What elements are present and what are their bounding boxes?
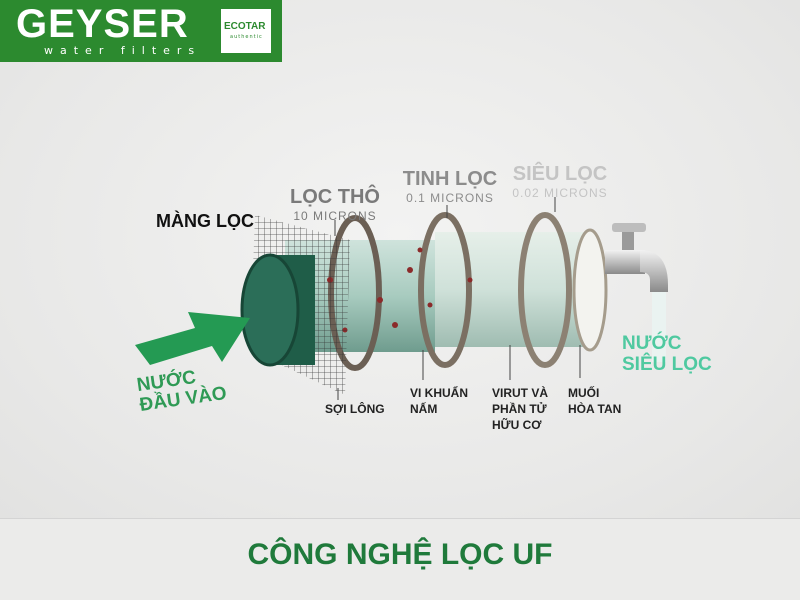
tap-icon [605,223,668,362]
caption-line: MUỐI [568,386,600,400]
label-line: SIÊU LỌC [622,354,712,375]
stage-label-membrane: MÀNG LỌC [156,211,254,231]
label-line: NƯỚC [622,333,682,354]
caption-line: SỢI LÔNG [325,402,385,416]
caption-line: VIRUT VÀ [492,386,549,400]
page-title: CÔNG NGHỆ LỌC UF [247,538,553,571]
caption-line: NẤM [410,402,438,416]
logo: GEYSER water filters ECOTAR authentic [0,0,282,62]
stage-name: SIÊU LỌC [512,163,608,185]
caption-line: HỮU CƠ [492,418,542,432]
filter-illustration [135,197,668,400]
stage-micron: 10 MICRONS [293,209,377,223]
divider [0,518,800,519]
stage-name: LỌC THÔ [290,186,380,208]
caption-fibers: SỢI LÔNG [325,401,385,417]
caption-salts: MUỐI HÒA TAN [568,385,621,417]
caption-line: VI KHUẨN [410,386,469,400]
caption-line: HÒA TAN [568,402,622,416]
stage-micron: 0.1 MICRONS [406,191,494,205]
caption-line: PHẦN TỬ [492,402,547,416]
badge-text: ECOTAR [224,21,266,32]
inlet-arrow [135,312,250,365]
caption-bacteria: VI KHUẨN NẤM [410,385,468,417]
badge-subtext: authentic [230,34,263,40]
stage-fine: TINH LỌC 0.1 MICRONS [400,168,500,205]
logo-tagline: water filters [44,44,202,57]
pointer-lines [334,197,581,400]
stage-name: TINH LỌC [402,168,498,190]
stage-coarse: LỌC THÔ 10 MICRONS [285,186,385,223]
stage-ultra: SIÊU LỌC 0.02 MICRONS [505,163,615,200]
logo-brand: GEYSER [16,2,189,46]
output-water-label: NƯỚC SIÊU LỌC [622,333,712,375]
caption-virus: VIRUT VÀ PHẦN TỬ HỮU CƠ [492,385,548,433]
stage-micron: 0.02 MICRONS [512,186,608,200]
entry-disc [240,253,315,367]
ecotar-badge: ECOTAR authentic [221,9,271,53]
